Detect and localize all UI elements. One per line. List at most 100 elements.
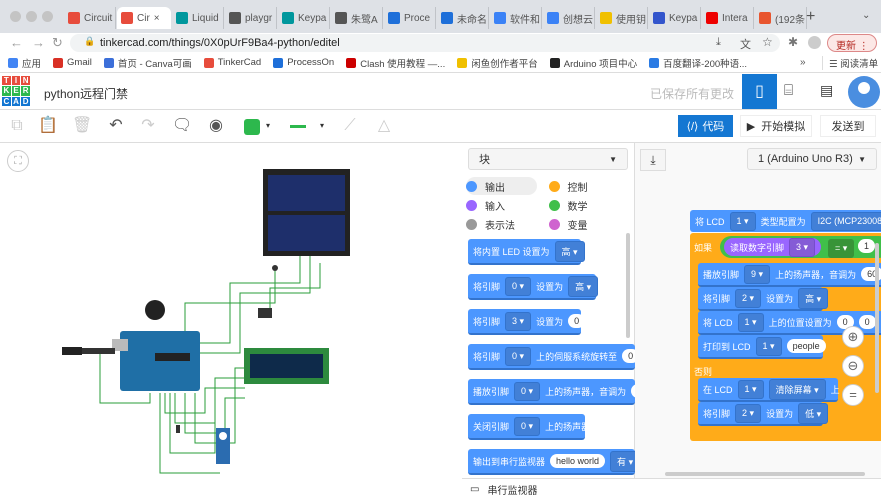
more-bookmarks-icon[interactable]: » xyxy=(800,57,806,68)
chevron-down-icon[interactable]: ▾ xyxy=(266,121,271,130)
forward-icon[interactable]: → xyxy=(32,35,45,50)
zoom-out-button[interactable]: ⊖ xyxy=(842,355,864,377)
block-set-pin[interactable]: 将引脚2设置为高 xyxy=(698,287,829,311)
block-lcd-config[interactable]: 将 LCD1类型配置为I2C (MCP23008) xyxy=(690,210,881,232)
category-4[interactable]: 表示法 xyxy=(466,215,549,233)
zoom-in-button[interactable]: ⊕ xyxy=(842,326,864,348)
close-window-button[interactable] xyxy=(10,11,21,22)
palette-scrollbar[interactable] xyxy=(626,233,630,338)
code-workspace[interactable]: ⤓ 1 (Arduino Uno R3)▼ 将 LCD1类型配置为I2C (MC… xyxy=(635,143,881,478)
block-lcd-print[interactable]: 打印到 LCD1people xyxy=(698,335,826,359)
install-icon[interactable]: ⤓ xyxy=(716,36,721,48)
component-list-icon[interactable]: ▤ xyxy=(820,82,834,98)
update-button[interactable]: 更新 ⋮ xyxy=(827,34,877,52)
bookmark-item[interactable]: Clash 使用教程 —... xyxy=(346,56,445,70)
paste-icon[interactable]: 📋 xyxy=(38,117,58,134)
browser-tab[interactable]: Circuit xyxy=(64,7,116,29)
category-5[interactable]: 变量 xyxy=(548,215,632,233)
reset-zoom-button[interactable]: = xyxy=(842,384,864,406)
browser-tab[interactable]: 软件和 xyxy=(490,7,542,29)
extensions-icon[interactable]: ✱ xyxy=(788,35,799,49)
reload-icon[interactable]: ↻ xyxy=(52,35,63,50)
circuit-diagram[interactable] xyxy=(0,143,462,500)
operator-dropdown[interactable]: = xyxy=(828,239,855,258)
avatar[interactable] xyxy=(848,76,880,108)
browser-tab[interactable]: 使用钥 xyxy=(596,7,648,29)
category-1[interactable]: 控制 xyxy=(548,177,632,195)
minimize-window-button[interactable] xyxy=(26,11,37,22)
project-title[interactable]: python远程门禁 xyxy=(44,87,129,101)
block-rotate-servo[interactable]: 将引脚0上的伺服系统旋转至0 xyxy=(468,344,635,370)
start-simulation-button[interactable]: ▶开始模拟 xyxy=(740,115,812,137)
block-set-builtin-led[interactable]: 将内置 LED 设置为高 xyxy=(468,239,585,265)
browser-tab[interactable]: 创想云 xyxy=(543,7,595,29)
fill-color-picker[interactable] xyxy=(244,119,260,135)
browser-tab[interactable]: 未命名 xyxy=(437,7,489,29)
notes-icon[interactable]: 🗨 xyxy=(172,117,193,134)
bookmark-item[interactable]: 百度翻译-200种语... xyxy=(649,56,747,70)
workspace-vertical-scrollbar[interactable] xyxy=(875,243,879,393)
category-0[interactable]: 输出 xyxy=(466,177,537,195)
device-select[interactable]: 1 (Arduino Uno R3)▼ xyxy=(747,148,877,170)
circuit-canvas[interactable]: ⛶ xyxy=(0,143,462,500)
bookmark-item[interactable]: 应用 xyxy=(8,56,41,70)
close-tab-icon[interactable]: × xyxy=(153,12,160,24)
send-to-button[interactable]: 发送到 xyxy=(820,115,876,137)
chevron-down-icon[interactable]: ▾ xyxy=(320,121,325,130)
category-3[interactable]: 数学 xyxy=(548,196,632,214)
copy-icon[interactable]: ⧉ xyxy=(11,117,23,134)
block-stop-speaker[interactable]: 关闭引脚0上的扬声器 xyxy=(468,414,590,440)
code-button[interactable]: ⟨/⟩代码 xyxy=(678,115,733,137)
browser-tab[interactable]: Liquid xyxy=(172,7,224,29)
back-icon[interactable]: ← xyxy=(10,35,23,50)
browser-tab[interactable]: (192条 xyxy=(755,7,807,29)
browser-tab[interactable]: Keypa xyxy=(278,7,330,29)
maximize-window-button[interactable] xyxy=(42,11,53,22)
delete-icon[interactable]: 🗑 xyxy=(72,117,93,134)
compare-value[interactable]: 1 xyxy=(858,239,876,253)
block-lcd-clear[interactable]: 在 LCD1清除屏幕上 xyxy=(698,378,840,402)
star-icon[interactable]: ☆ xyxy=(762,35,773,49)
serial-monitor-toggle[interactable]: ▭串行监视器 xyxy=(462,478,881,500)
browser-tab[interactable]: Intera xyxy=(702,7,754,29)
block-set-pin-value[interactable]: 将引脚3设置为0 xyxy=(468,309,586,335)
bookmark-item[interactable]: 闲鱼创作者平台 xyxy=(457,56,538,70)
url-input[interactable]: 🔒tinkercad.com/things/0X0pUrF9Ba4-python… xyxy=(70,34,780,52)
undo-icon[interactable]: ↶ xyxy=(109,117,123,134)
category-2[interactable]: 输入 xyxy=(466,196,549,214)
bookmark-item[interactable]: 首页 - Canva可画 xyxy=(103,56,192,70)
reading-list-button[interactable]: ☰ 阅读清单 xyxy=(822,56,878,70)
block-set-pin[interactable]: 将引脚0设置为高 xyxy=(468,274,599,300)
download-code-button[interactable]: ⤓ xyxy=(640,149,666,171)
browser-tab[interactable]: Proce xyxy=(384,7,436,29)
bookmark-item[interactable]: ProcessOn xyxy=(273,57,334,68)
annotation-icon[interactable]: ◉ xyxy=(209,117,223,134)
circuit-view-button[interactable]: ▯ xyxy=(742,74,777,109)
workspace-horizontal-scrollbar[interactable] xyxy=(665,472,865,476)
new-tab-button[interactable]: + xyxy=(806,8,816,25)
code-mode-select[interactable]: 块▼ xyxy=(468,148,628,170)
rotate-icon[interactable]: ⟋ xyxy=(344,117,356,134)
fit-view-icon[interactable]: ⛶ xyxy=(7,150,29,172)
wire-style-picker[interactable] xyxy=(290,125,306,128)
bookmark-item[interactable]: Arduino 项目中心 xyxy=(549,56,637,70)
browser-tab[interactable]: Cir× xyxy=(117,7,171,29)
bookmark-item[interactable]: Gmail xyxy=(53,57,92,68)
block-set-pin[interactable]: 将引脚2设置为低 xyxy=(698,402,829,426)
tab-search-icon[interactable]: ⌄ xyxy=(862,10,871,21)
translate-icon[interactable]: 文 xyxy=(740,39,751,51)
browser-tab[interactable]: 朱鹭A xyxy=(331,7,383,29)
schematic-view-icon[interactable]: ⌸ xyxy=(784,82,794,99)
profile-icon[interactable] xyxy=(808,36,821,49)
bookmark-item[interactable]: TinkerCad xyxy=(203,57,261,68)
flip-icon[interactable]: △ xyxy=(377,117,391,134)
redo-icon[interactable]: ↷ xyxy=(141,117,155,134)
browser-tab[interactable]: Keypa xyxy=(649,7,701,29)
browser-tab[interactable]: playgr xyxy=(225,7,277,29)
